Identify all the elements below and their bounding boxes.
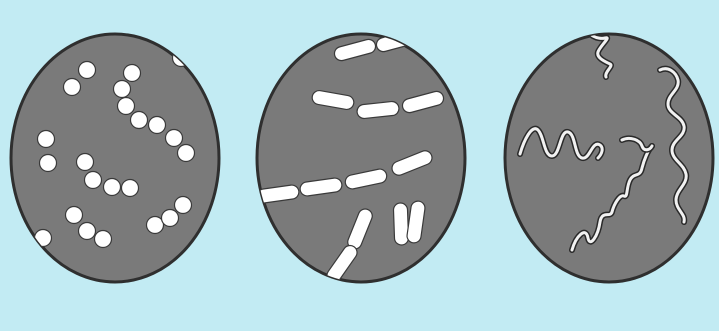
spirilla-panel — [505, 30, 713, 282]
coccus — [124, 65, 141, 82]
coccus — [175, 197, 192, 214]
coccus — [173, 50, 190, 67]
coccus — [40, 155, 57, 172]
coccus — [95, 231, 112, 248]
coccus — [66, 207, 83, 224]
coccus — [178, 145, 195, 162]
coccus — [118, 98, 135, 115]
bacillus — [393, 203, 408, 245]
coccus — [79, 62, 96, 79]
coccus — [162, 210, 179, 227]
coccus — [147, 217, 164, 234]
cocci-panel — [11, 34, 219, 282]
coccus — [77, 154, 94, 171]
coccus — [131, 112, 148, 129]
coccus — [114, 81, 131, 98]
coccus — [166, 130, 183, 147]
coccus — [122, 180, 139, 197]
coccus — [85, 172, 102, 189]
coccus — [35, 230, 52, 247]
coccus — [38, 131, 55, 148]
bacilli-panel — [256, 29, 465, 285]
coccus — [79, 223, 96, 240]
coccus — [64, 79, 81, 96]
coccus — [149, 117, 166, 134]
coccus — [104, 179, 121, 196]
